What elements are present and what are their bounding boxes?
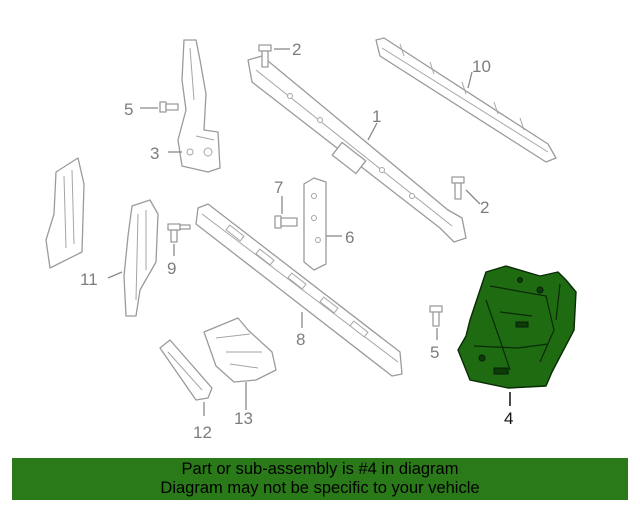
callout-5b: 5 <box>430 343 439 362</box>
part-8-lower-tie-bar[interactable] <box>195 203 403 377</box>
callout-2b: 2 <box>480 198 489 217</box>
bolt-2-top-icon[interactable] <box>258 44 272 68</box>
part-1-tie-bar[interactable] <box>247 55 467 243</box>
part-11-left-deflector[interactable] <box>45 157 85 269</box>
banner-line-1: Part or sub-assembly is #4 in diagram <box>181 460 459 478</box>
part-13-lower-shield[interactable] <box>203 317 277 383</box>
callout-6: 6 <box>345 228 354 247</box>
leader-11 <box>107 271 123 279</box>
leader-1 <box>367 122 378 141</box>
part-11-right-deflector[interactable] <box>123 199 159 317</box>
leader-2b <box>465 189 481 205</box>
callout-9: 9 <box>167 259 176 278</box>
bolt-5-right-icon[interactable] <box>429 305 443 327</box>
bolt-5-left-icon[interactable] <box>159 101 179 113</box>
callout-12: 12 <box>193 423 212 442</box>
callout-5a: 5 <box>124 100 133 119</box>
bolt-7-icon[interactable] <box>274 215 298 229</box>
callout-2a: 2 <box>292 40 301 59</box>
callout-11: 11 <box>80 270 98 289</box>
bolt-2-right-icon[interactable] <box>451 176 465 200</box>
info-banner: Part or sub-assembly is #4 in diagram Di… <box>12 458 628 500</box>
part-3-side-bracket[interactable] <box>177 39 221 173</box>
callout-10: 10 <box>472 57 491 76</box>
callout-13: 13 <box>234 409 253 428</box>
callout-1: 1 <box>372 107 381 126</box>
callout-7: 7 <box>274 178 283 197</box>
callout-4: 4 <box>504 409 513 428</box>
part-10-upper-rail[interactable] <box>375 37 557 163</box>
part-12-lower-bracket[interactable] <box>159 339 213 401</box>
leader-10 <box>467 71 473 89</box>
part-6-vertical-support[interactable] <box>303 177 327 271</box>
parts-diagram: 10 1 2 2 3 5 <box>45 37 577 442</box>
banner-line-2: Diagram may not be specific to your vehi… <box>160 479 480 497</box>
part-4-bracket-assembly[interactable] <box>457 265 577 389</box>
callout-8: 8 <box>296 330 305 349</box>
bolt-9-icon[interactable] <box>167 223 191 243</box>
callout-3: 3 <box>150 144 159 163</box>
